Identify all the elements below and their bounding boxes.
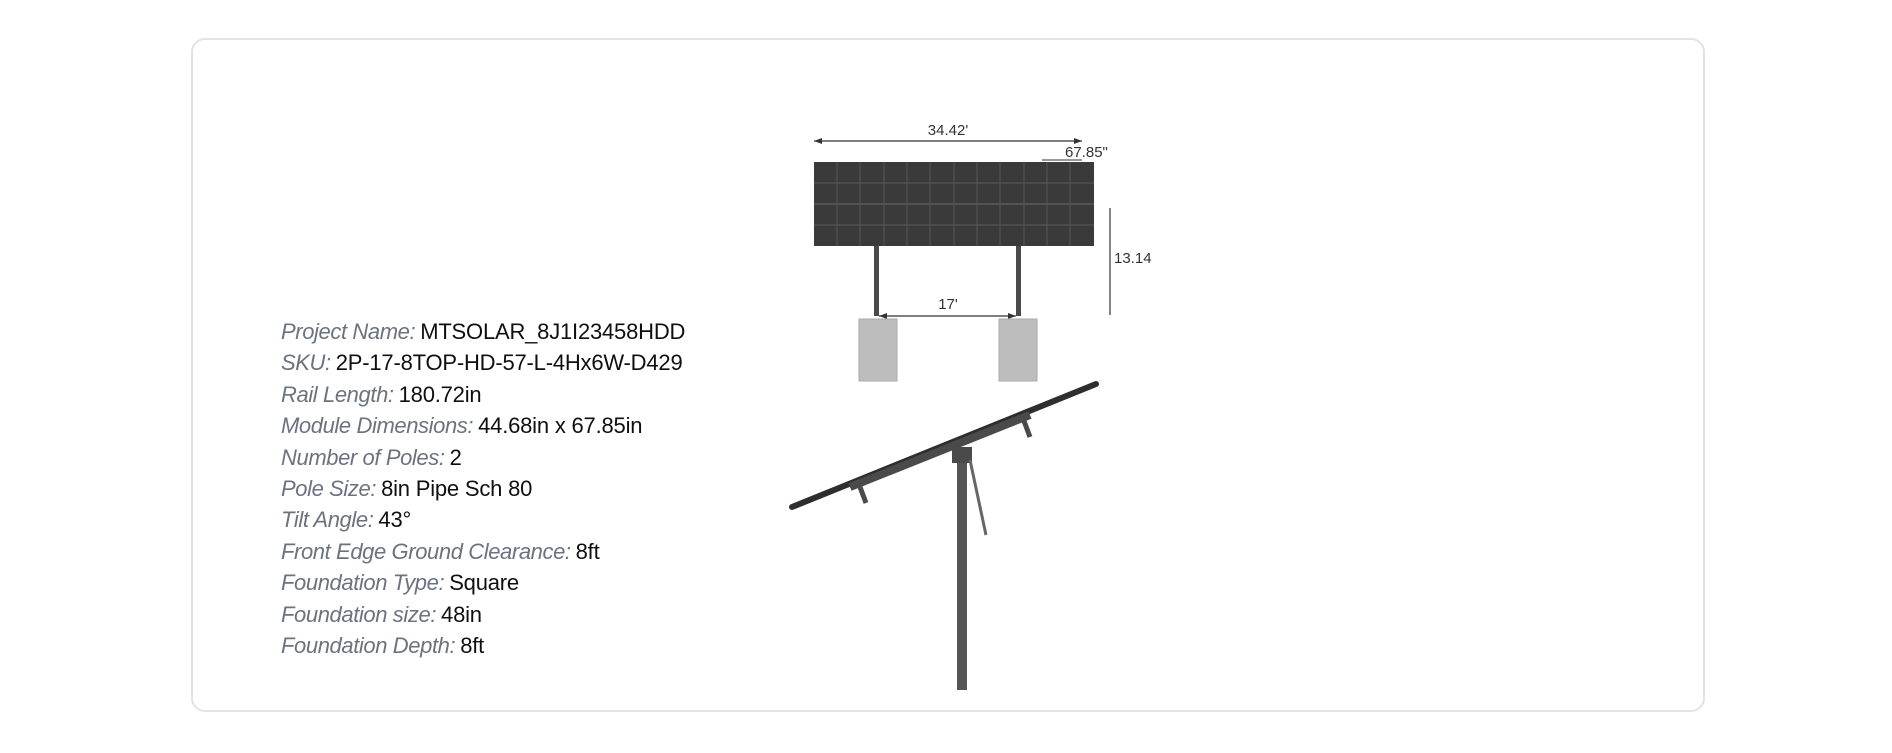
spec-label: Foundation Depth: bbox=[281, 633, 456, 659]
spec-row-front-edge-clearance: Front Edge Ground Clearance:8ft bbox=[281, 536, 801, 567]
spec-value: 2 bbox=[449, 444, 462, 470]
spec-value: MTSOLAR_8J1I23458HDD bbox=[420, 319, 686, 344]
height-dimension: 13.14 bbox=[1109, 208, 1152, 315]
product-card bbox=[191, 38, 1705, 712]
spec-value: 48in bbox=[441, 601, 482, 627]
spec-row-tilt-angle: Tilt Angle:43° bbox=[281, 504, 801, 535]
spec-label: Tilt Angle: bbox=[281, 507, 374, 533]
spec-label: SKU: bbox=[281, 350, 331, 376]
spec-label: Foundation Type: bbox=[281, 570, 445, 596]
width-dimension: 34.42' bbox=[814, 122, 1082, 144]
side-pole bbox=[952, 447, 988, 690]
width-dimension-label: 34.42' bbox=[928, 122, 969, 139]
tilted-panel bbox=[789, 381, 1099, 510]
spec-row-module-dimensions: Module Dimensions:44.68in x 67.85in bbox=[281, 410, 801, 441]
spec-value: 2P-17-8TOP-HD-57-L-4Hx6W-D429 bbox=[335, 350, 683, 376]
spec-label: Module Dimensions: bbox=[281, 413, 474, 439]
spec-label: Project Name: bbox=[281, 319, 416, 344]
spec-value: Square bbox=[449, 570, 519, 596]
spec-list: Project Name:MTSOLAR_8J1I23458HDD SKU:2P… bbox=[281, 316, 801, 661]
spec-label: Rail Length: bbox=[281, 381, 394, 407]
spec-row-foundation-size: Foundation size:48in bbox=[281, 599, 801, 630]
spec-row-foundation-type: Foundation Type:Square bbox=[281, 567, 801, 598]
left-pole bbox=[874, 246, 879, 316]
pole-spacing-dimension: 17' bbox=[879, 296, 1016, 319]
right-pole bbox=[1016, 246, 1021, 316]
pole-spacing-label: 17' bbox=[938, 296, 958, 313]
spec-row-sku: SKU:2P-17-8TOP-HD-57-L-4Hx6W-D429 bbox=[281, 347, 801, 378]
spec-value: 8in Pipe Sch 80 bbox=[381, 476, 533, 502]
spec-row-pole-size: Pole Size:8in Pipe Sch 80 bbox=[281, 473, 801, 504]
height-dimension-label: 13.14 bbox=[1114, 250, 1152, 267]
spec-value: 8ft bbox=[575, 538, 600, 564]
spec-value: 8ft bbox=[460, 633, 485, 659]
front-elevation-drawing: 34.42' 67.85" 13.14 bbox=[814, 122, 1152, 382]
spec-row-project-name: Project Name:MTSOLAR_8J1I23458HDD bbox=[281, 316, 801, 347]
spec-label: Front Edge Ground Clearance: bbox=[281, 538, 571, 564]
left-foundation bbox=[858, 318, 898, 382]
spec-label: Pole Size: bbox=[281, 476, 377, 502]
spec-label: Foundation size: bbox=[281, 601, 437, 627]
spec-value: 180.72in bbox=[398, 381, 482, 407]
panel-array bbox=[814, 162, 1094, 246]
module-dimension-label: 67.85" bbox=[1065, 144, 1108, 161]
spec-label: Number of Poles: bbox=[281, 444, 445, 470]
module-dimension: 67.85" bbox=[1042, 144, 1108, 161]
spec-row-rail-length: Rail Length:180.72in bbox=[281, 379, 801, 410]
spec-row-foundation-depth: Foundation Depth:8ft bbox=[281, 630, 801, 661]
spec-value: 43° bbox=[378, 507, 412, 533]
side-elevation-drawing bbox=[789, 381, 1099, 690]
spec-row-number-of-poles: Number of Poles:2 bbox=[281, 442, 801, 473]
spec-value: 44.68in x 67.85in bbox=[478, 413, 643, 439]
right-foundation bbox=[998, 318, 1038, 382]
